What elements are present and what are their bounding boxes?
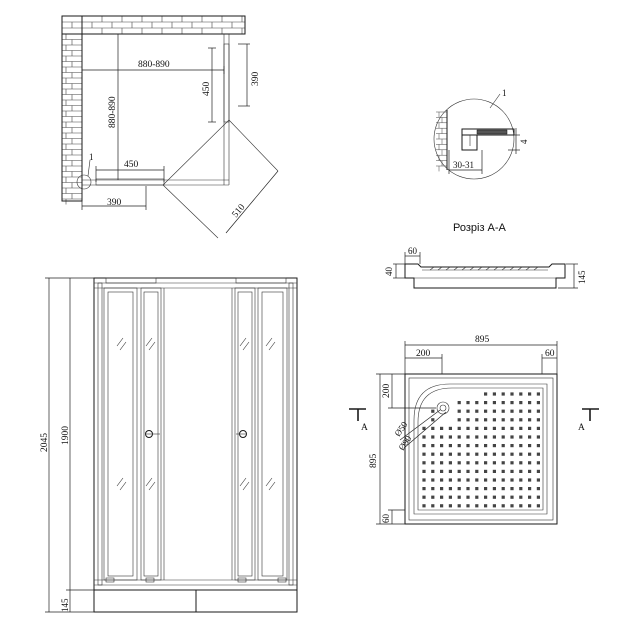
section-dim-60: 60	[408, 246, 418, 256]
callout-circle	[76, 174, 92, 190]
plan-depth-dim: 880-890	[108, 96, 118, 128]
plan-view: 1 880-890 880-890 450 390 450 390 510	[61, 15, 279, 239]
plan-width-dim: 880-890	[138, 60, 170, 70]
detail-brick-wall	[436, 111, 447, 172]
elev-dim-1900: 1900	[61, 426, 71, 445]
brick-wall	[61, 15, 245, 205]
elev-dim-2045: 2045	[40, 433, 50, 452]
plan-bottom-390: 390	[107, 198, 122, 208]
detail-dim-30-31: 30-31	[453, 160, 474, 170]
detail-dim-4: 4	[519, 139, 529, 144]
glass-reflections	[116, 337, 276, 491]
detail-view: 1 4 30-31	[433, 88, 529, 180]
detail-callout-label: 1	[502, 88, 507, 98]
plan-door-510: 510	[231, 202, 248, 220]
elev-dim-145: 145	[60, 598, 70, 612]
section-dim-145: 145	[577, 270, 587, 284]
cut-marker-left: A	[361, 423, 368, 433]
drain-inner	[439, 404, 447, 412]
tray-plan: 895 200 60 895 200 60 Ø50 Ø90 A A	[349, 335, 599, 525]
anti-slip-dots	[422, 392, 540, 508]
tray-dim-200-top: 200	[416, 349, 431, 359]
section-dim-40: 40	[384, 267, 394, 277]
tray-dim-895-left: 895	[369, 454, 379, 469]
section-view: Розріз А-А 60 40 145	[384, 222, 587, 289]
tray-dim-200-left: 200	[382, 384, 392, 399]
front-elevation: 2045 1900 145	[40, 277, 298, 613]
plan-right-390: 390	[251, 72, 261, 87]
cut-marker-right: A	[578, 423, 585, 433]
tray-dim-60-top: 60	[545, 349, 555, 359]
drain-outer	[436, 401, 450, 415]
tray-dim-60-left: 60	[381, 514, 391, 524]
section-title: Розріз А-А	[453, 222, 507, 234]
plan-bottom-450: 450	[124, 160, 139, 170]
tray-dim-895-top: 895	[475, 335, 490, 345]
plan-callout-label: 1	[89, 152, 94, 162]
plan-side-450: 450	[202, 82, 212, 97]
